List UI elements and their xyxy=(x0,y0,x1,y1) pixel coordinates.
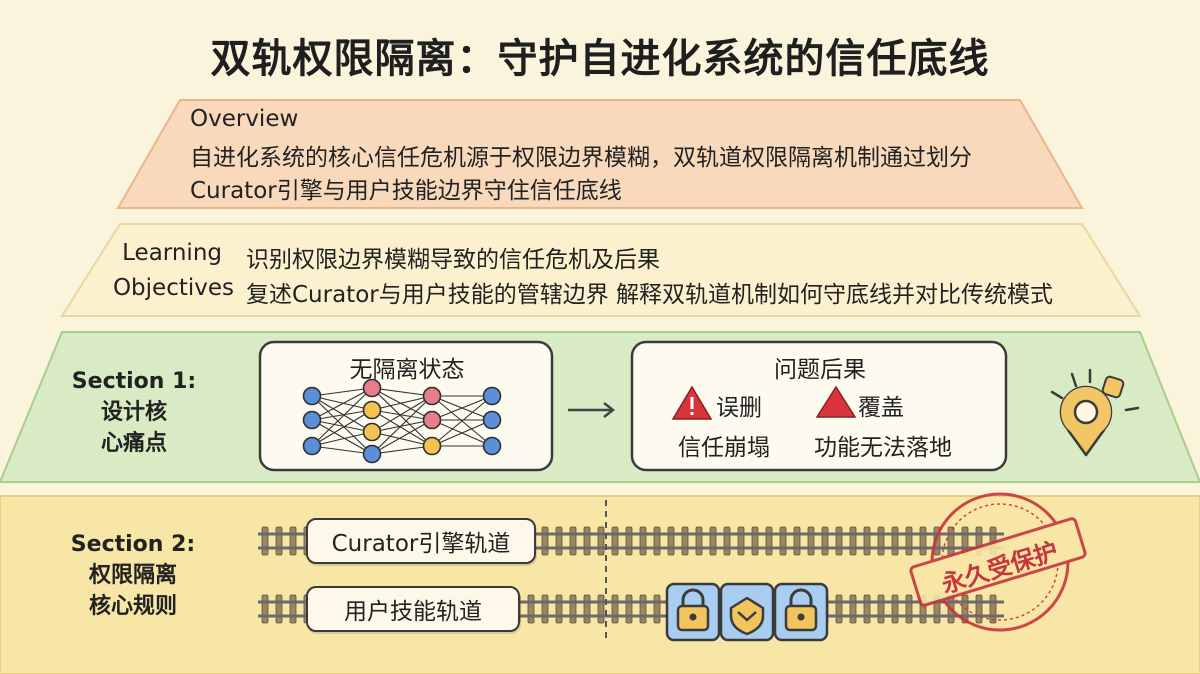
protected-stamp xyxy=(909,492,1087,632)
page-title: 双轨权限隔离：守护自进化系统的信任底线 xyxy=(210,36,990,82)
objectives-band xyxy=(60,223,1142,317)
alert-pin-icon xyxy=(1050,368,1140,457)
section2-band xyxy=(0,495,1200,674)
objectives-label: Objectives xyxy=(112,275,234,301)
section1-label: Section 1: 设计核 心痛点 xyxy=(60,366,208,459)
issue-overwrite: 覆盖 xyxy=(858,395,904,421)
issue-delete: 误删 xyxy=(716,395,762,421)
overview-text-line: 自进化系统的核心信任危机源于权限边界模糊，双轨道权限隔离机制通过划分 xyxy=(190,145,972,171)
overview-heading: Overview xyxy=(190,106,299,132)
issue-trust-collapse: 信任崩塌 xyxy=(678,435,770,461)
padlock-icon xyxy=(773,582,829,642)
section1-label-line: 心痛点 xyxy=(100,431,167,456)
tangled-network-icon xyxy=(302,378,502,464)
section2-label-line: Section 2: xyxy=(70,532,196,557)
user-skill-track-label: 用户技能轨道 xyxy=(306,586,520,632)
section1-label-line: Section 1: xyxy=(71,369,197,394)
warning-icon xyxy=(815,385,857,418)
arrow-right-icon xyxy=(568,402,616,418)
section2-label-line: 权限隔离 xyxy=(88,563,177,588)
consequence-panel xyxy=(630,340,1008,472)
curator-track-label: Curator引擎轨道 xyxy=(306,518,536,564)
overview-band xyxy=(116,99,1084,209)
no-isolation-title: 无隔离状态 xyxy=(349,357,465,383)
shield-lock-icon xyxy=(719,582,775,642)
objectives-label: Learning xyxy=(122,240,222,266)
section2-label-line: 核心规则 xyxy=(88,594,177,619)
objective-item: 识别权限边界模糊导致的信任危机及后果 xyxy=(246,247,660,273)
section1-label-line: 设计核 xyxy=(100,400,167,425)
section2-label: Section 2: 权限隔离 核心规则 xyxy=(58,529,208,622)
overview-text-line: Curator引擎与用户技能边界守住信任底线 xyxy=(190,178,622,204)
padlock-icon xyxy=(665,582,721,642)
issue-function-failure: 功能无法落地 xyxy=(814,435,952,461)
warning-icon xyxy=(671,385,713,420)
objective-item: 复述Curator与用户技能的管辖边界 解释双轨道机制如何守底线并对比传统模式 xyxy=(246,282,1054,308)
consequence-title: 问题后果 xyxy=(774,357,866,383)
